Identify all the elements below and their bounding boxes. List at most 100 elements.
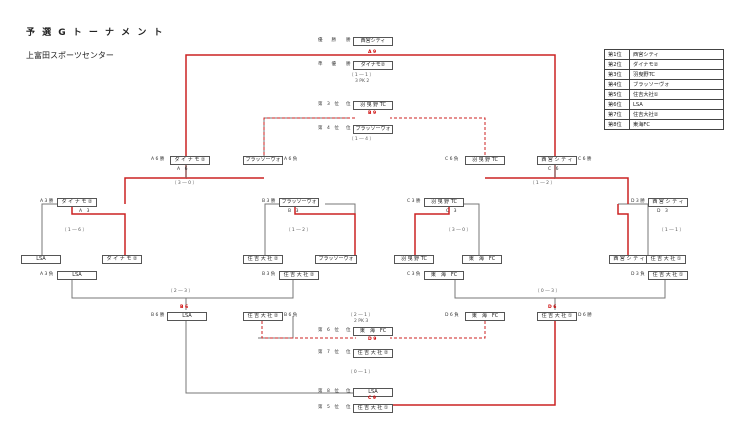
line-c6-d — [554, 160, 629, 204]
line-third-place-right — [390, 117, 486, 160]
line-c3-lose — [454, 280, 556, 310]
fourth-label: 第 4 位 — [318, 126, 339, 131]
fifth-prefix: 位 — [346, 405, 351, 410]
lr2-a-label: A 3 負 — [40, 272, 54, 277]
wr2-d-score: （ 1 ― 1 ） — [659, 228, 684, 233]
line-a3 — [71, 204, 126, 259]
wr2-a-label: A 3 勝 — [40, 199, 54, 204]
lr2-d-label: D 3 負 — [631, 272, 645, 277]
loser-dashed-lines — [261, 117, 486, 339]
semi-3-team: 羽 曳 野 TC — [465, 156, 505, 165]
line-c3 — [414, 204, 450, 259]
line-a3-lose — [71, 280, 187, 310]
line-fifth — [376, 316, 556, 406]
runner-up-team: ダイナモ② — [353, 61, 393, 70]
lr2-b-team: 住 吉 大 社 ② — [279, 271, 319, 280]
standings-row: 第4位ブラッソーヴォ — [604, 79, 724, 90]
standings-row: 第5位住吉大社① — [604, 89, 724, 100]
fourth-prefix: 位 — [346, 126, 351, 131]
lr2-c-score: （ 0 ― 3 ） — [535, 289, 560, 294]
lr2-c-team: 東 海 FC — [424, 271, 464, 280]
r1-team-4: ブラッソーヴォ — [315, 255, 357, 264]
third-label: 第 3 位 — [318, 102, 339, 107]
lr3-b-label: B 6 負 — [284, 313, 298, 318]
standings-position: 第7位 — [604, 109, 630, 120]
semi-loser-pk: 2 PK 3 — [354, 319, 369, 324]
semi-1-team: ダ イ ナ モ ② — [170, 156, 210, 165]
r1-team-2: ダ イ ナ モ ② — [102, 255, 142, 264]
line-final-right — [372, 54, 556, 160]
match-id-c6: C 6 — [548, 167, 559, 172]
lr2-c-label: C 3 負 — [407, 272, 421, 277]
standings-position: 第3位 — [604, 69, 630, 80]
r1-team-3: 住 吉 大 社 ② — [243, 255, 283, 264]
final-score: （ 1 ― 1 ） — [349, 73, 374, 78]
standings-position: 第1位 — [604, 49, 630, 60]
match-id-a9: A 9 — [368, 50, 377, 55]
line-b3-lose — [186, 280, 294, 299]
fourth-team: ブラッソーヴォ — [353, 125, 393, 134]
line-r1-sumiyoshi1 — [618, 203, 649, 259]
third-score: （ 1 ― 4 ） — [349, 137, 374, 142]
eighth-prefix: 位 — [346, 389, 351, 394]
lr2-b-label: B 3 負 — [262, 272, 276, 277]
wr2-b-team: ブラッソーヴォ — [279, 198, 319, 207]
r1-team-6: 東 海 FC — [462, 255, 502, 264]
wr2-c-score: （ 3 ― 0 ） — [446, 228, 471, 233]
standings-team: 住吉大社② — [629, 109, 724, 120]
runner-up-label: 準 優 — [318, 62, 336, 67]
standings-row: 第8位東海FC — [604, 119, 724, 130]
wr2-d-team: 西 宮 シ テ ィ — [648, 198, 688, 207]
champion-label: 優 勝 — [318, 38, 336, 43]
match-id-d6: D 6 — [548, 305, 557, 310]
standings-row: 第2位ダイナモ② — [604, 59, 724, 70]
line-final-left — [185, 54, 372, 160]
match-id-d9: D 9 — [368, 337, 377, 342]
lr3-b-team: 住 吉 大 社 ② — [243, 312, 283, 321]
sixth-prefix: 位 — [346, 328, 351, 333]
line-seventh-left — [261, 316, 356, 339]
seventh-prefix: 位 — [346, 350, 351, 355]
third-team: 羽 曳 野 TC — [353, 101, 393, 110]
match-id-b3: B 3 — [288, 209, 299, 214]
match-id-b6: B 6 — [180, 305, 189, 310]
eighth-label: 第 8 位 — [318, 389, 339, 394]
final-pk: 3 PK 2 — [355, 79, 370, 84]
match-id-a3: A 3 — [79, 209, 90, 214]
line-d3-lose — [555, 280, 666, 299]
sixth-team: 東 海 FC — [353, 327, 393, 336]
match-id-a6: A 6 — [177, 167, 188, 172]
r1-team-8: 住 吉 大 社 ① — [646, 255, 686, 264]
lr3-d-team: 住 吉 大 社 ① — [537, 312, 577, 321]
standings-team: 東海FC — [629, 119, 724, 130]
standings-team: 羽曳野TC — [629, 69, 724, 80]
wr2-c-label: C 3 勝 — [407, 199, 421, 204]
line-seventh-right — [390, 316, 486, 339]
wr2-a-score: （ 1 ― 6 ） — [62, 228, 87, 233]
sixth-label: 第 6 位 — [318, 328, 339, 333]
semi-2-team: ブラッソーヴォ — [243, 156, 283, 165]
semi-1-score: （ 3 ― 0 ） — [172, 181, 197, 186]
r1-team-5: 羽 曳 野 TC — [394, 255, 434, 264]
match-id-b9-third: B 9 — [368, 111, 377, 116]
standings-team: ダイナモ② — [629, 59, 724, 70]
lr3-a-label: B 6 勝 — [151, 313, 165, 318]
wr2-a-team: ダ イ ナ モ ② — [57, 198, 97, 207]
fifth-label: 第 5 位 — [318, 405, 339, 410]
lr3-c-team: 東 海 FC — [465, 312, 505, 321]
standings-position: 第2位 — [604, 59, 630, 70]
standings-row: 第7位住吉大社② — [604, 109, 724, 120]
standings-team: LSA — [629, 99, 724, 110]
venue-name: 上富田スポーツセンター — [26, 51, 114, 60]
page-title: 予 選 G ト ー ナ メ ン ト — [26, 28, 165, 38]
seventh-label: 第 7 位 — [318, 350, 339, 355]
standings-position: 第5位 — [604, 89, 630, 100]
line-d3 — [617, 204, 629, 259]
standings-position: 第6位 — [604, 99, 630, 110]
champion-team: 西宮シティ — [353, 37, 393, 46]
eighth-team: LSA — [353, 388, 393, 397]
semi-1-label: A 6 勝 — [151, 157, 165, 162]
lr3-a-team: LSA — [167, 312, 207, 321]
